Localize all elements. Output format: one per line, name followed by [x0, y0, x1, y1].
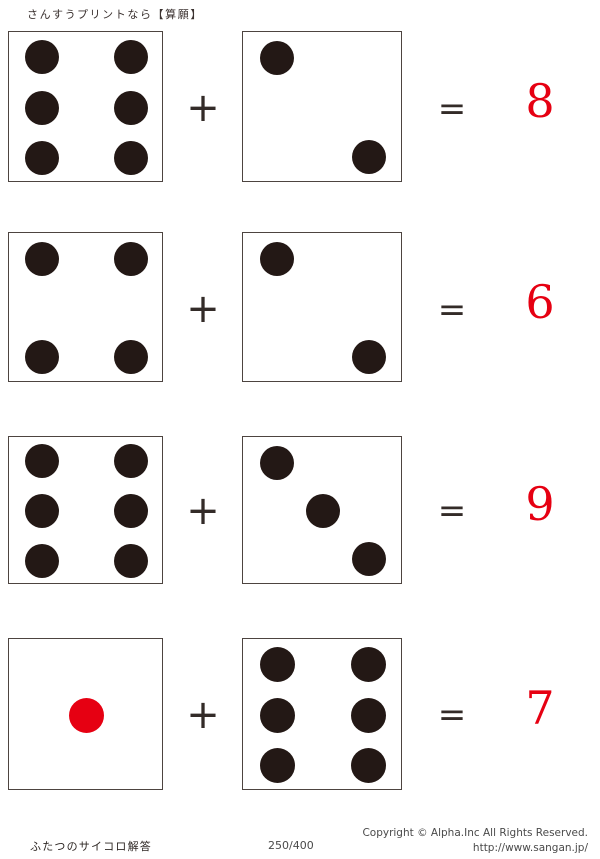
die-pip: [25, 141, 59, 175]
answer-value: 6: [525, 275, 555, 329]
die-pip: [352, 340, 386, 374]
equals-operator: =: [437, 491, 467, 531]
die-right: [242, 436, 402, 584]
equals-operator: =: [437, 89, 467, 129]
footer-url: http://www.sangan.jp/: [472, 842, 588, 854]
plus-operator: +: [186, 488, 220, 534]
problem-row: [0, 436, 600, 584]
die-pip: [260, 41, 294, 75]
die-pip: [25, 544, 59, 578]
footer-page-number: 250/400: [268, 839, 314, 852]
die-pip: [352, 542, 386, 576]
die-pip: [351, 647, 386, 682]
die-pip: [114, 444, 148, 478]
die-pip: [25, 494, 59, 528]
footer-copyright: Copyright © Alpha.Inc All Rights Reserve…: [362, 827, 588, 839]
die-right: [242, 232, 402, 382]
die-pip: [260, 647, 295, 682]
die-pip: [260, 698, 295, 733]
die-pip: [25, 242, 59, 276]
die-pip: [25, 91, 59, 125]
die-pip: [351, 748, 386, 783]
answer-value: 8: [525, 74, 555, 128]
die-right: [242, 31, 402, 182]
die-pip: [306, 494, 340, 528]
die-pip: [114, 494, 148, 528]
equals-operator: =: [437, 290, 467, 330]
problem-row: [0, 31, 600, 182]
problem-row: [0, 638, 600, 790]
page-title: さんすうプリントなら【算願】: [27, 8, 203, 21]
die-pip: [352, 140, 386, 174]
die-left: [8, 638, 163, 790]
plus-operator: +: [186, 692, 220, 738]
die-pip: [69, 698, 104, 733]
die-pip: [260, 242, 294, 276]
die-pip: [351, 698, 386, 733]
die-pip: [114, 544, 148, 578]
die-pip: [25, 40, 59, 74]
die-pip: [25, 340, 59, 374]
die-left: [8, 232, 163, 382]
die-left: [8, 31, 163, 182]
die-pip: [260, 748, 295, 783]
die-pip: [260, 446, 294, 480]
die-pip: [25, 444, 59, 478]
footer-worksheet-label: ふたつのサイコロ解答: [30, 840, 152, 853]
die-left: [8, 436, 163, 584]
die-right: [242, 638, 402, 790]
answer-value: 9: [525, 477, 555, 531]
die-pip: [114, 91, 148, 125]
plus-operator: +: [186, 85, 220, 131]
die-pip: [114, 141, 148, 175]
die-pip: [114, 340, 148, 374]
plus-operator: +: [186, 286, 220, 332]
answer-value: 7: [525, 681, 555, 735]
problem-row: [0, 232, 600, 382]
die-pip: [114, 242, 148, 276]
die-pip: [114, 40, 148, 74]
equals-operator: =: [437, 695, 467, 735]
